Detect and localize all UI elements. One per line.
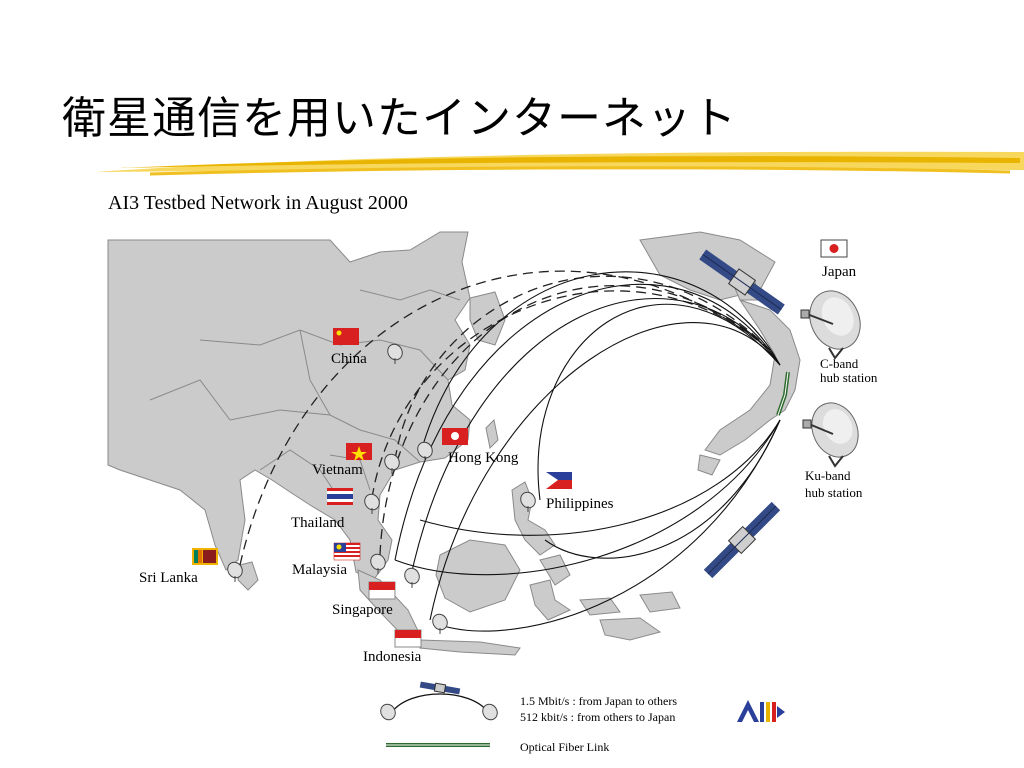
vietnam-flag-icon: [346, 443, 372, 461]
uplink-arcs: [239, 270, 771, 566]
c-band-sublabel: hub station: [820, 370, 878, 385]
label-thailand: Thailand: [291, 515, 345, 531]
dish-icon-hong-kong: [417, 441, 433, 462]
dish-icon-thailand: [364, 493, 380, 514]
downlink-arcs: [394, 271, 781, 632]
sri-lanka-flag-icon: [192, 548, 218, 565]
hong-kong-flag-icon: [442, 428, 468, 445]
singapore-flag-icon: [368, 581, 396, 600]
legend-diagram: [380, 681, 498, 747]
label-sri-lanka: Sri Lanka: [139, 570, 198, 586]
dish-icon-philippines: [520, 491, 536, 512]
dish-icon-malaysia: [370, 553, 386, 574]
ku-band-sublabel: hub station: [805, 485, 863, 500]
japan-landmass: [704, 299, 801, 456]
legend-downlink-rate: 1.5 Mbit/s : from Japan to others: [520, 694, 677, 708]
dish-icon-sri-lanka: [227, 561, 243, 582]
label-philippines: Philippines: [546, 496, 614, 512]
label-china: China: [331, 351, 367, 367]
malaysia-flag-icon: [333, 542, 361, 561]
label-indonesia: Indonesia: [363, 649, 422, 665]
ku-band-label: Ku-band: [805, 468, 851, 483]
c-band-label: C-band: [820, 356, 859, 371]
title-underline: [96, 151, 1024, 176]
figure-title: AI3 Testbed Network in August 2000: [108, 192, 408, 214]
dish-icon-vietnam: [384, 453, 400, 474]
dish-icon-china: [387, 343, 403, 364]
philippines-landmass: [511, 481, 556, 556]
thailand-flag-icon: [327, 488, 353, 505]
dish-icon-singapore: [404, 567, 420, 588]
borneo-landmass: [435, 539, 521, 613]
ai3-logo-icon: [737, 700, 785, 722]
c-band-dish-icon: [800, 290, 861, 360]
asia-landmass: [107, 231, 471, 583]
legend-fiber: Optical Fiber Link: [520, 740, 610, 754]
japan-flag-icon: [820, 239, 848, 258]
ku-band-dish-icon: [802, 402, 859, 468]
label-hong-kong: Hong Kong: [448, 450, 519, 466]
label-malaysia: Malaysia: [292, 562, 347, 578]
dish-icon-indonesia: [432, 613, 448, 634]
china-flag-icon: [333, 328, 359, 345]
satellite-icon: [703, 501, 781, 579]
label-vietnam: Vietnam: [312, 462, 363, 478]
korea-landmass: [469, 291, 506, 346]
label-singapore: Singapore: [332, 602, 393, 618]
indonesia-flag-icon: [394, 629, 422, 648]
satellite-icon: [699, 249, 785, 315]
philippines-flag-icon: [546, 472, 572, 489]
legend-uplink-rate: 512 kbit/s : from others to Japan: [520, 710, 676, 724]
slide-title: 衛星通信を用いたインターネット: [62, 93, 737, 144]
label-japan: Japan: [822, 264, 857, 280]
